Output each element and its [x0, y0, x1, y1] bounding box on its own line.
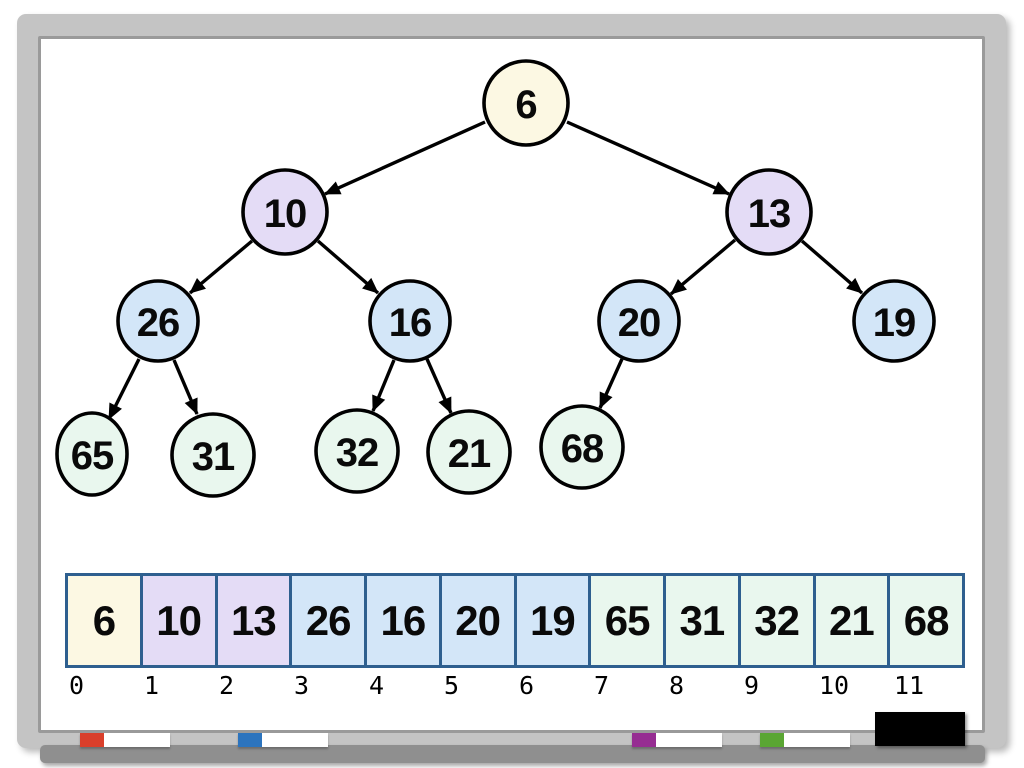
tree-node-label: 10: [264, 192, 307, 236]
tree-edge-20-68: [598, 358, 624, 409]
array-cell: 20: [441, 576, 517, 665]
tree-edge-10-16: [316, 239, 380, 295]
tree-node-32: [314, 408, 400, 494]
tree-edge-13-20: [669, 238, 737, 296]
array-index-label: 2: [219, 671, 235, 700]
tree-node-label: 20: [618, 301, 661, 345]
array-index-label: 0: [69, 671, 85, 700]
array-cell: 32: [740, 576, 816, 665]
heap-array: 6 10 13 26 16 20 19 65 31 32 21 68: [65, 573, 965, 668]
tree-node-label: 65: [71, 434, 114, 478]
array-index-label: 6: [519, 671, 535, 700]
array-index-label: 5: [444, 671, 460, 700]
tree-edge-26-65: [107, 358, 141, 420]
blue-marker-cap: [238, 733, 262, 747]
tree-edge-6-13: [566, 120, 730, 196]
tree-node-13: [725, 168, 813, 256]
purple-marker-body: [656, 733, 722, 747]
tree-node-label: 68: [561, 427, 604, 471]
tree-node-label: 6: [515, 83, 536, 127]
purple-marker: [632, 733, 722, 747]
array-cell: 21: [815, 576, 891, 665]
array-index-label: 3: [294, 671, 310, 700]
eraser: [875, 712, 965, 746]
green-marker: [760, 733, 850, 747]
blue-marker: [238, 733, 328, 747]
tree-node-6: [482, 59, 570, 147]
tree-node-10: [241, 168, 329, 256]
tree-node-label: 31: [192, 435, 235, 479]
red-marker: [80, 733, 170, 747]
purple-marker-cap: [632, 733, 656, 747]
tree-edge-26-31: [172, 359, 199, 415]
green-marker-body: [784, 733, 850, 747]
tree-edge-16-21: [425, 358, 453, 414]
tree-node-16: [368, 279, 452, 363]
green-marker-cap: [760, 733, 784, 747]
marker-tray: [40, 745, 985, 763]
array-index-label: 9: [744, 671, 760, 700]
array-index-label: 1: [144, 671, 160, 700]
tree-node-label: 26: [137, 301, 180, 345]
red-marker-cap: [80, 733, 104, 747]
array-cell: 6: [68, 576, 143, 665]
array-cell: 26: [292, 576, 367, 665]
array-cell: 10: [142, 576, 218, 665]
array-index-label: 4: [369, 671, 385, 700]
array-index-label: 8: [669, 671, 685, 700]
tree-edge-16-32: [371, 359, 396, 412]
array-cell: 16: [367, 576, 442, 665]
array-cell: 19: [516, 576, 592, 665]
tree-node-68: [539, 404, 625, 490]
array-index-label: 10: [819, 671, 850, 700]
tree-node-label: 13: [748, 192, 791, 236]
tree-node-21: [426, 409, 512, 495]
array-index-label: 7: [594, 671, 610, 700]
array-cell: 13: [217, 576, 293, 665]
tree-node-label: 19: [873, 301, 916, 345]
tree-edge-13-19: [800, 239, 864, 295]
tree-node-20: [597, 279, 681, 363]
array-index-row: 0 1 2 3 4 5 6 7 8 9 10 11: [65, 671, 965, 700]
tree-node-26: [116, 279, 200, 363]
red-marker-body: [104, 733, 170, 747]
tree-node-19: [852, 279, 936, 363]
tree-node-65: [55, 411, 129, 497]
tree-edge-6-10: [324, 120, 486, 196]
array-cell: 65: [591, 576, 666, 665]
blue-marker-body: [262, 733, 328, 747]
tree-node-label: 16: [389, 301, 432, 345]
tree-node-label: 21: [448, 432, 491, 476]
array-index-label: 11: [894, 671, 925, 700]
array-cell: 68: [890, 576, 962, 665]
tree-node-label: 32: [336, 431, 379, 475]
tree-node-31: [170, 412, 256, 498]
array-cell: 31: [666, 576, 741, 665]
tree-edge-10-26: [188, 239, 254, 295]
